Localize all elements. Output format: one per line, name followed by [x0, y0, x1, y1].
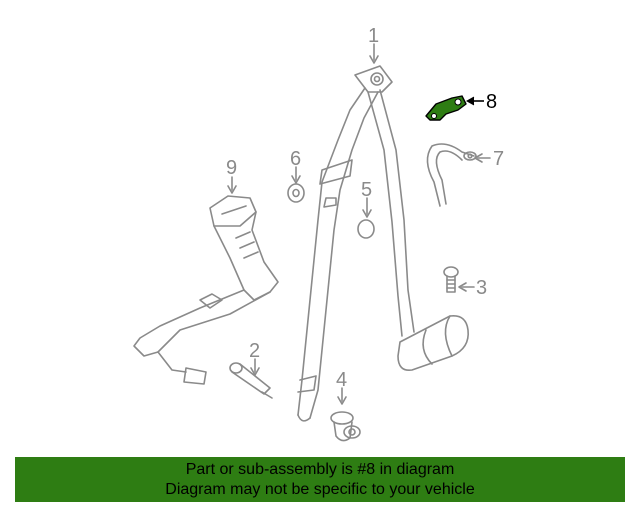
part-4-bushing[interactable]	[330, 411, 361, 442]
callout-2: 2	[249, 340, 260, 362]
callout-1: 1	[368, 25, 379, 47]
part-1-seat-belt-assembly[interactable]	[297, 65, 469, 422]
leader-lines	[227, 43, 491, 405]
part-9-buckle-assembly[interactable]	[133, 195, 279, 385]
callout-4: 4	[336, 369, 347, 391]
callout-5: 5	[361, 179, 372, 201]
info-banner: Part or sub-assembly is #8 in diagram Di…	[15, 457, 625, 502]
part-6-nut[interactable]	[287, 183, 305, 203]
part-3-screw[interactable]	[443, 266, 459, 293]
callout-6: 6	[290, 148, 301, 170]
callout-8: 8	[486, 91, 497, 113]
callout-7: 7	[493, 148, 504, 170]
banner-line-part-info: Part or sub-assembly is #8 in diagram	[185, 461, 455, 478]
callout-3: 3	[476, 277, 487, 299]
part-8-bracket-highlighted[interactable]	[425, 95, 484, 121]
banner-line-disclaimer: Diagram may not be specific to your vehi…	[165, 481, 475, 498]
part-7-guide-loop[interactable]	[426, 143, 477, 207]
part-5-plug[interactable]	[357, 219, 375, 239]
callout-9: 9	[226, 157, 237, 179]
part-2-bolt[interactable]	[229, 362, 273, 399]
